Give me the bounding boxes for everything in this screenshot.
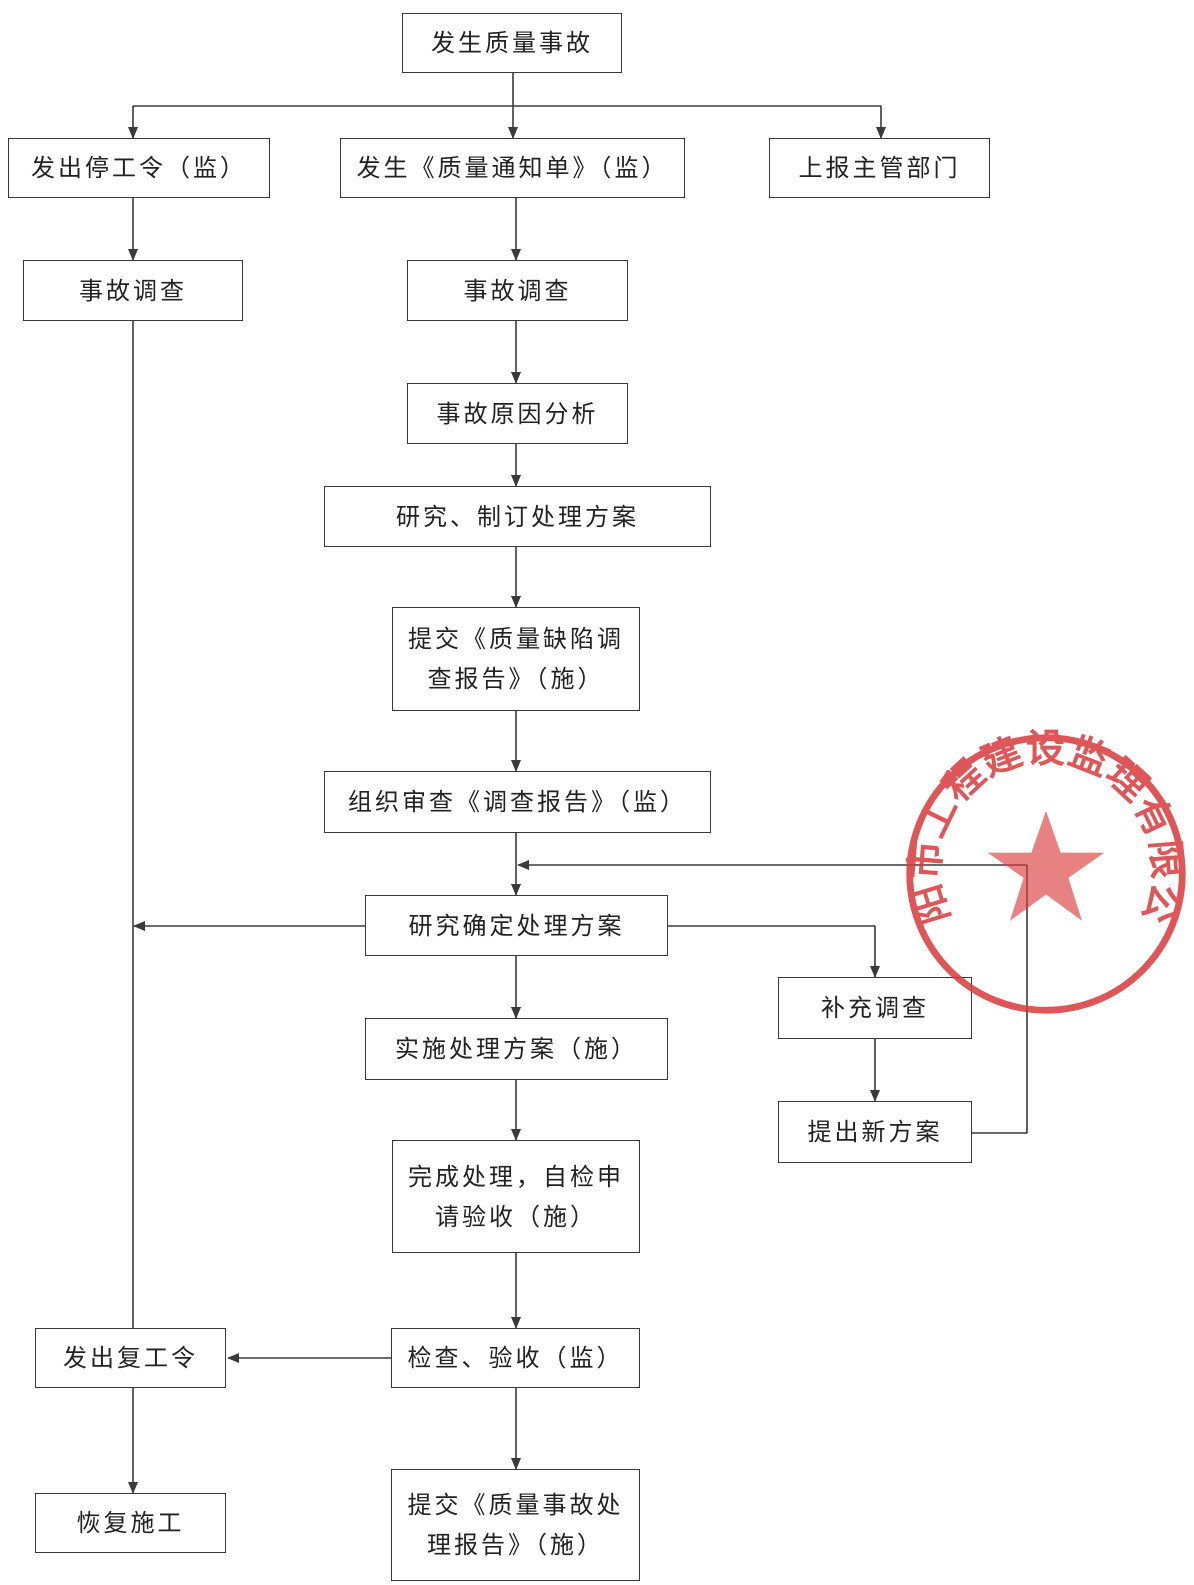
node-new-plan: 提出新方案: [778, 1101, 972, 1163]
node-investigate-left: 事故调查: [23, 260, 243, 321]
node-supplement-investigation: 补充调查: [778, 977, 972, 1039]
node-report-dept: 上报主管部门: [769, 138, 990, 198]
seal-star-icon: [987, 810, 1105, 921]
node-submit-defect-report: 提交《质量缺陷调 查报告》（施）: [392, 607, 640, 711]
node-complete-self-check: 完成处理，自检申 请验收（施）: [392, 1140, 640, 1253]
node-final-report: 提交《质量事故处 理报告》（施）: [391, 1469, 640, 1581]
node-resume-work: 恢复施工: [35, 1493, 226, 1553]
node-investigate-mid: 事故调查: [407, 260, 628, 321]
node-resume-order: 发出复工令: [35, 1328, 226, 1388]
node-quality-notice: 发生《质量通知单》（监）: [340, 138, 685, 198]
node-inspect-accept: 检查、验收（监）: [391, 1328, 640, 1388]
node-stop-order: 发出停工令（监）: [8, 138, 270, 198]
company-seal: 揭阳市工程建设监理有限公司: [900, 728, 1189, 1014]
node-start: 发生质量事故: [402, 13, 622, 73]
node-cause-analysis: 事故原因分析: [407, 383, 628, 444]
node-implement-plan: 实施处理方案（施）: [365, 1018, 668, 1080]
node-draft-plan: 研究、制订处理方案: [324, 486, 711, 547]
node-review-report: 组织审查《调查报告》（监）: [324, 771, 711, 833]
node-decide-plan: 研究确定处理方案: [365, 895, 668, 956]
